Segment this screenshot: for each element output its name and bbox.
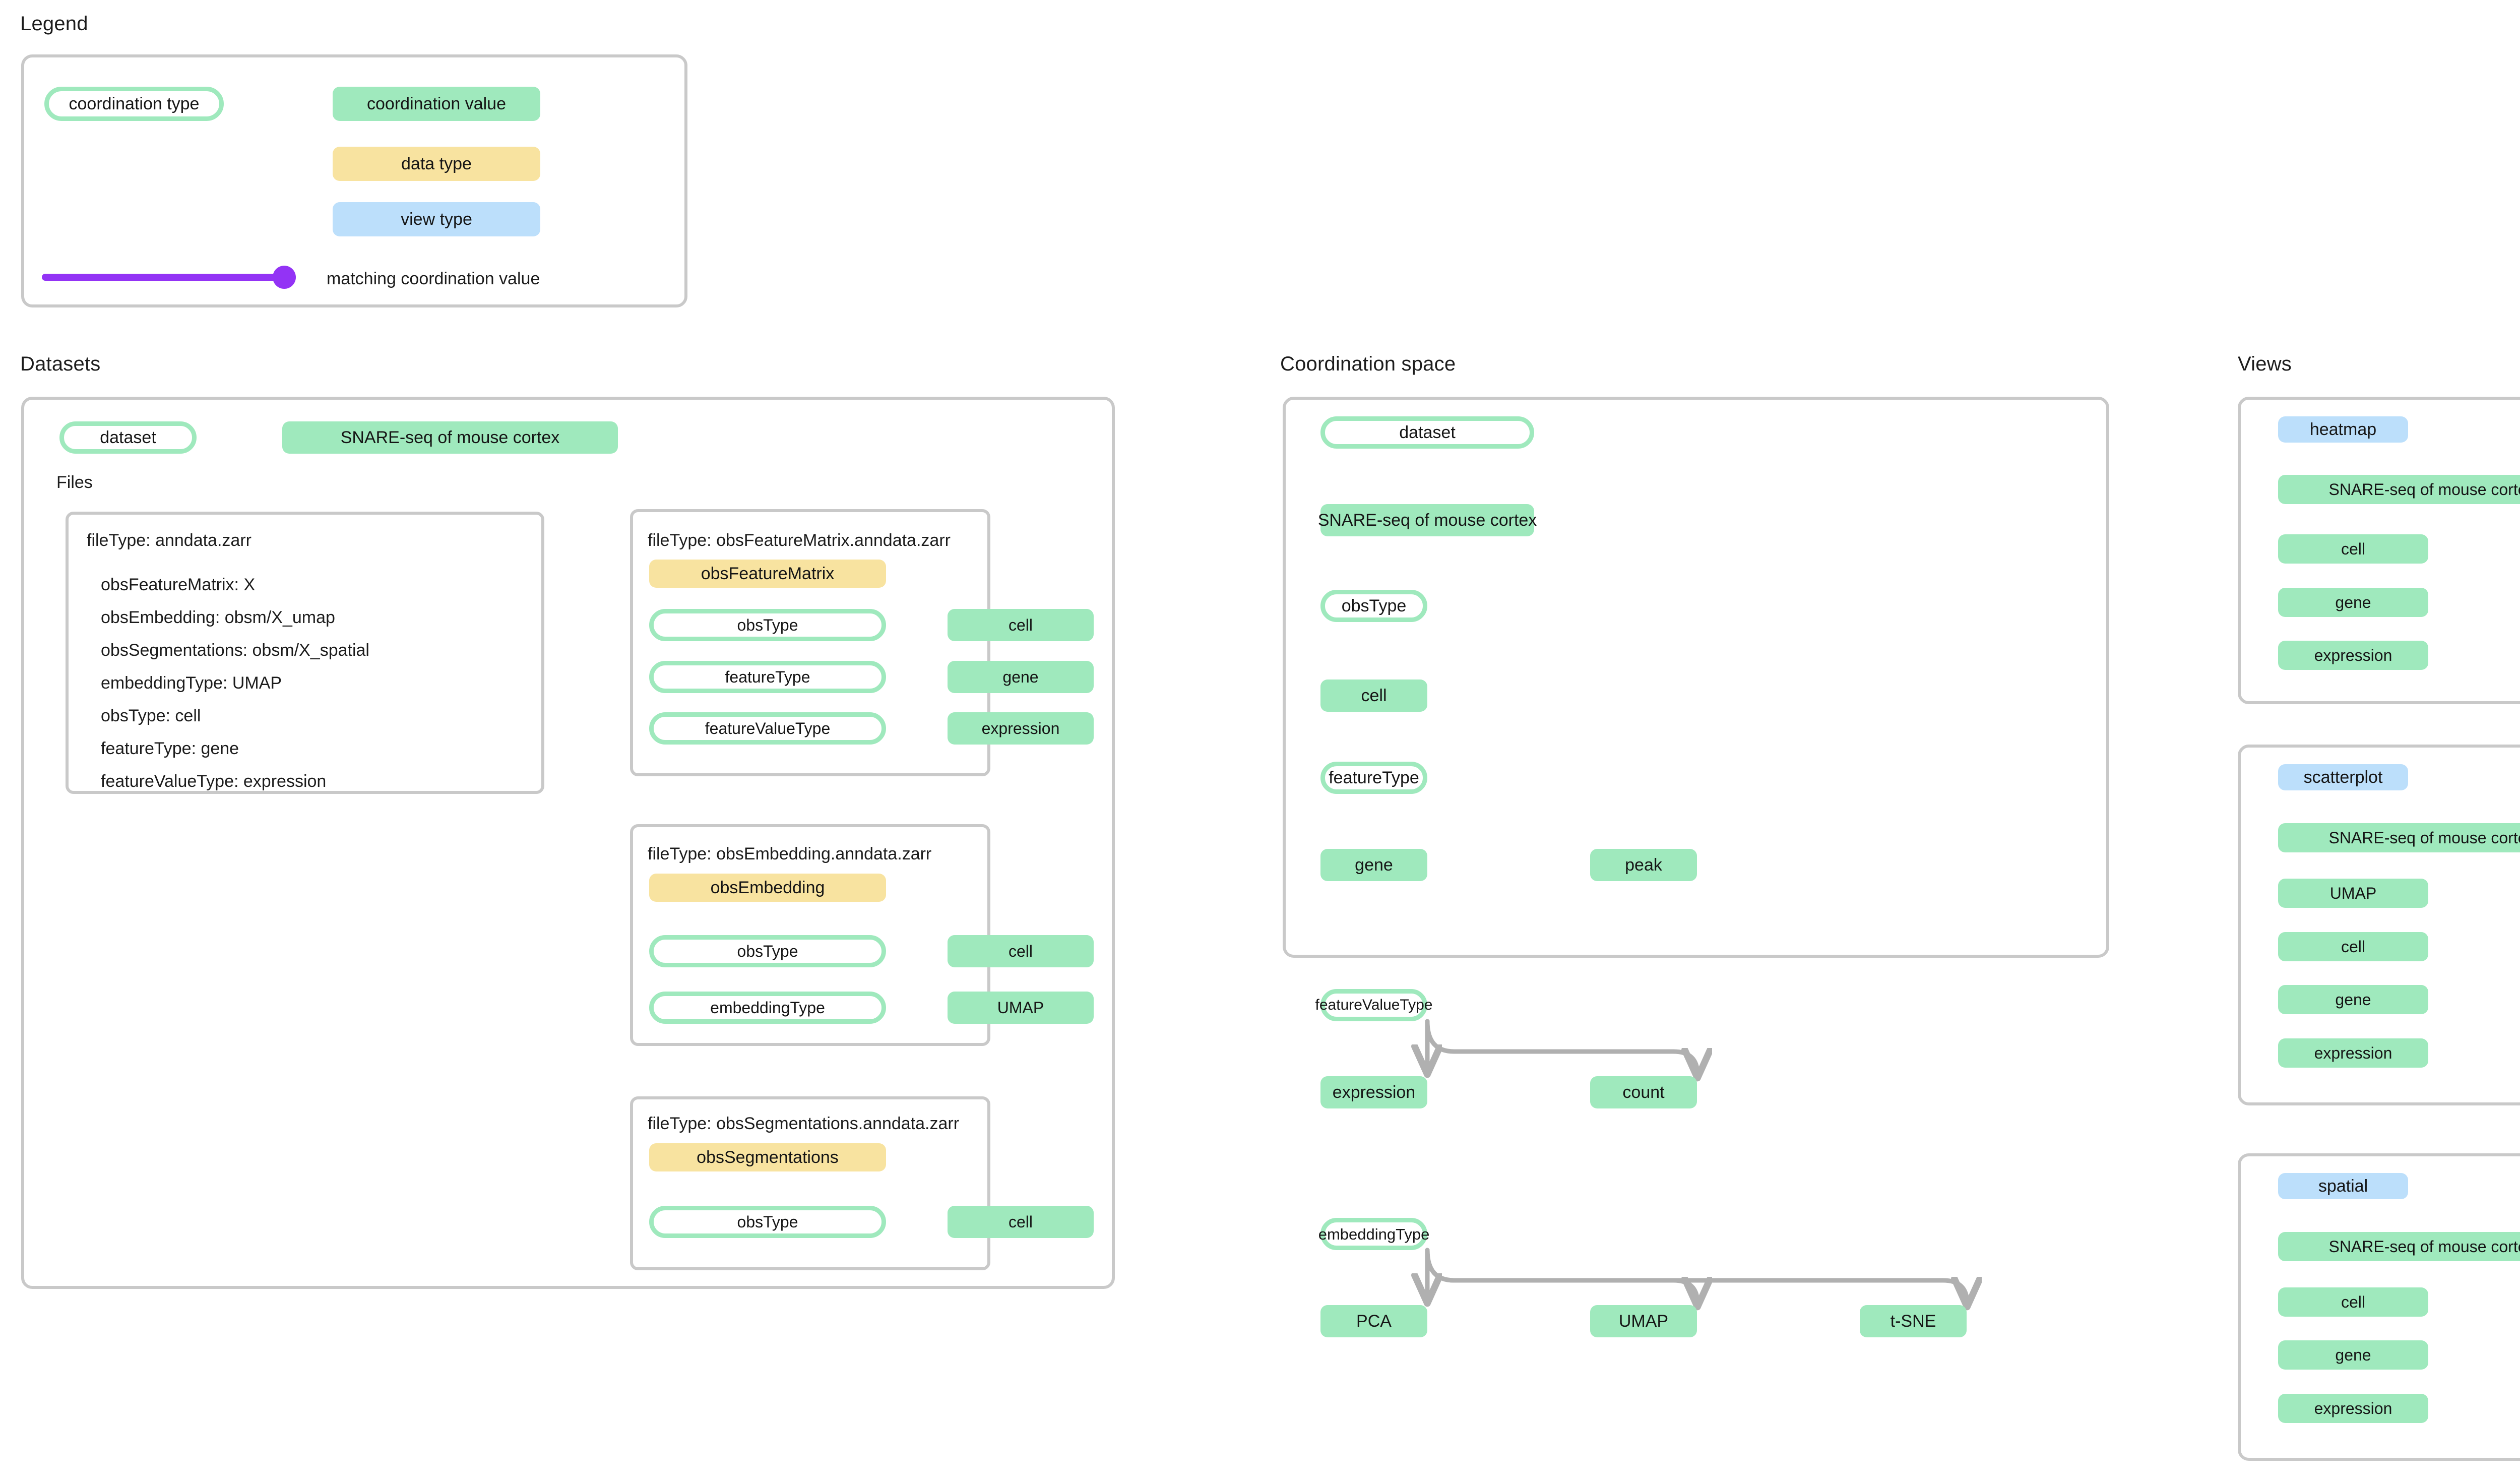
coordination-value-pca: PCA [1320, 1305, 1427, 1337]
coordination-type-featurevaluetype: featureValueType [1315, 989, 1432, 1021]
views-title: Views [2238, 353, 2292, 375]
coordination-value-pill: cell [948, 935, 1094, 967]
coordination-value-tsne: t-SNE [1860, 1305, 1967, 1337]
coordination-value-expression: expression [1320, 1076, 1427, 1108]
coordination-value-peak: peak [1590, 849, 1697, 881]
file-type-label: fileType: obsSegmentations.anndata.zarr [648, 1114, 960, 1133]
view-type-pill-heatmap: heatmap [2278, 416, 2408, 443]
legend-title: Legend [20, 13, 88, 35]
file-option: obsEmbedding: obsm/X_umap [101, 608, 335, 627]
dataset-type-pill: dataset [59, 421, 197, 454]
coordination-type-pill: obsType [649, 935, 886, 967]
view-row-value-pill: cell [2278, 534, 2428, 564]
coordination-value-pill: expression [948, 712, 1094, 745]
coordination-value-pill: cell [948, 1206, 1094, 1238]
view-row-value-pill: expression [2278, 1038, 2428, 1068]
file-type-label: fileType: anndata.zarr [87, 531, 251, 550]
coordination-type-dataset: dataset [1320, 416, 1534, 449]
coordination-type-featuretype: featureType [1320, 762, 1427, 794]
file-option: featureType: gene [101, 739, 239, 758]
coordination-type-pill: obsType [649, 1206, 886, 1238]
matching-coordination-line [42, 274, 289, 281]
data-type-pill-obsfeaturematrix: obsFeatureMatrix [649, 560, 886, 588]
coordination-type-pill: featureValueType [649, 712, 886, 745]
view-dataset-value-pill: SNARE-seq of mouse cortex [2278, 1232, 2520, 1261]
coordination-value-gene: gene [1320, 849, 1427, 881]
view-row-value-pill: expression [2278, 1394, 2428, 1423]
view-row-value-pill: cell [2278, 1287, 2428, 1317]
view-row-value-pill: UMAP [2278, 879, 2428, 908]
view-type-pill-scatterplot: scatterplot [2278, 764, 2408, 790]
view-row-value-pill: gene [2278, 985, 2428, 1014]
coordination-type-embeddingtype: embeddingType [1318, 1218, 1429, 1250]
data-type-pill-obssegmentations: obsSegmentations [649, 1143, 886, 1171]
coordination-value-cell: cell [1320, 680, 1427, 712]
legend-coordination-value-pill: coordination value [333, 87, 540, 121]
dataset-value-pill: SNARE-seq of mouse cortex [282, 421, 618, 454]
legend-coordination-type-pill: coordination type [44, 87, 224, 121]
file-type-label: fileType: obsEmbedding.anndata.zarr [648, 844, 932, 863]
coordination-space-title: Coordination space [1280, 353, 1456, 375]
file-option: embeddingType: UMAP [101, 673, 282, 693]
files-label: Files [56, 473, 93, 492]
coordination-value-pill: cell [948, 609, 1094, 641]
view-row-value-pill: gene [2278, 1340, 2428, 1370]
view-row-value-pill: gene [2278, 588, 2428, 617]
file-option: featureValueType: expression [101, 772, 327, 791]
coordination-value-pill: gene [948, 661, 1094, 693]
file-box-obssegmentations [630, 1096, 990, 1270]
view-row-value-pill: expression [2278, 641, 2428, 670]
coordination-type-pill: embeddingType [649, 992, 886, 1024]
file-option: obsType: cell [101, 706, 201, 725]
view-row-value-pill: cell [2278, 932, 2428, 961]
data-type-pill-obsembedding: obsEmbedding [649, 874, 886, 902]
coordination-value-snareseq: SNARE-seq of mouse cortex [1318, 504, 1537, 536]
datasets-title: Datasets [20, 353, 101, 375]
coordination-type-pill: obsType [649, 609, 886, 641]
file-box-anndata [66, 512, 544, 794]
view-dataset-value-pill: SNARE-seq of mouse cortex [2278, 823, 2520, 852]
view-type-pill-spatial: spatial [2278, 1173, 2408, 1199]
coordination-value-count: count [1590, 1076, 1697, 1108]
coordination-value-pill: UMAP [948, 992, 1094, 1024]
file-option: obsSegmentations: obsm/X_spatial [101, 641, 369, 660]
coordination-type-obstype: obsType [1320, 590, 1427, 622]
legend-data-type-pill: data type [333, 147, 540, 181]
legend-view-type-pill: view type [333, 202, 540, 236]
file-type-label: fileType: obsFeatureMatrix.anndata.zarr [648, 531, 951, 550]
legend-matching-label: matching coordination value [327, 269, 540, 288]
matching-coordination-knob [273, 266, 296, 289]
file-option: obsFeatureMatrix: X [101, 575, 256, 594]
coordination-type-pill: featureType [649, 661, 886, 693]
coordination-value-umap: UMAP [1590, 1305, 1697, 1337]
view-dataset-value-pill: SNARE-seq of mouse cortex [2278, 475, 2520, 504]
